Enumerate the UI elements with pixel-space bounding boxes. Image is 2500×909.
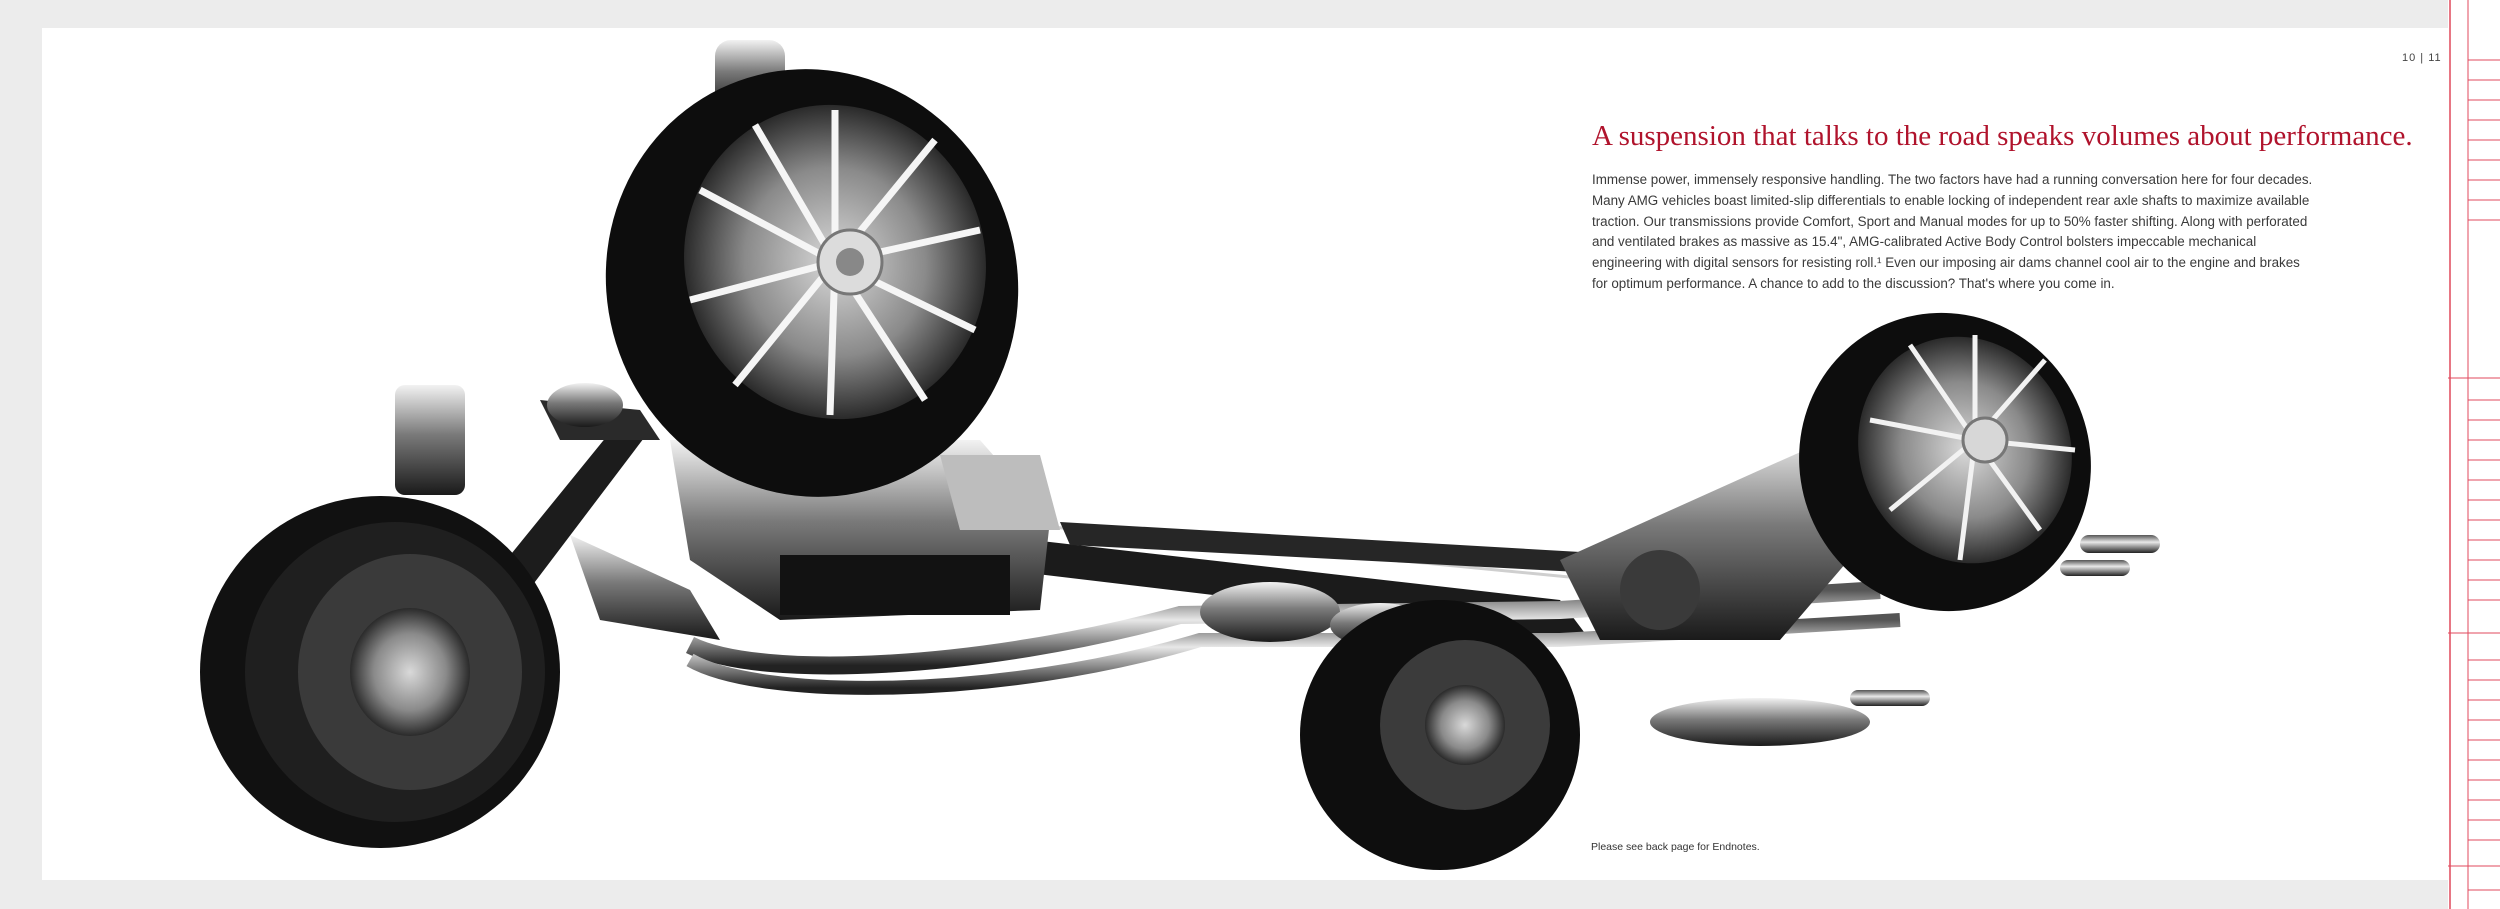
rear-right-wheel <box>1799 312 2091 612</box>
tailpipe <box>1850 690 1930 706</box>
body-copy: Immense power, immensely responsive hand… <box>1592 172 2313 291</box>
muffler <box>1650 698 1870 746</box>
rear-left-wheel <box>1300 600 1580 870</box>
page-number: 10 | 11 <box>2402 52 2442 64</box>
catalytic-converter <box>1200 582 1340 642</box>
endnote: Please see back page for Endnotes. <box>1591 841 1760 853</box>
front-left-wheel <box>200 496 560 848</box>
front-right-wheel <box>605 69 1019 497</box>
headline: A suspension that talks to the road spea… <box>1592 120 2413 152</box>
front-coil-spring <box>395 385 465 495</box>
edge-ruler <box>2448 0 2500 909</box>
